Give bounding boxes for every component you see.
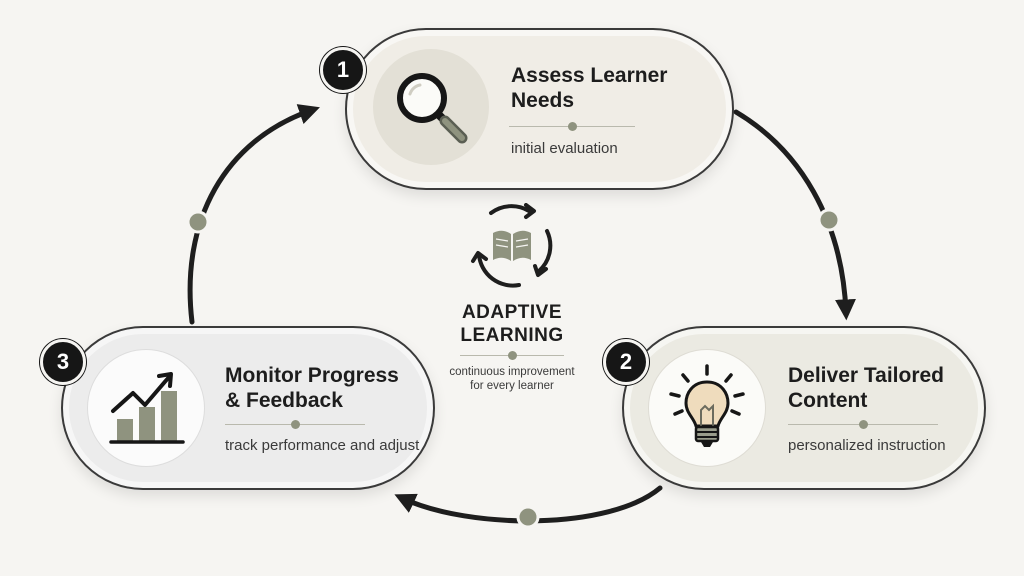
arrow-dot-right xyxy=(817,208,841,232)
step2-title: Deliver Tailored Content xyxy=(788,363,944,413)
step3-subtitle: track performance and adjust xyxy=(225,437,420,454)
step3-title-line2: & Feedback xyxy=(225,389,343,412)
center-divider xyxy=(460,351,564,360)
step1-subtitle: initial evaluation xyxy=(511,140,618,157)
step2-title-line1: Deliver Tailored xyxy=(788,364,945,387)
lightbulb-icon xyxy=(669,364,745,447)
center-subtitle-line1: continuous improvement xyxy=(449,366,575,378)
step1-divider xyxy=(509,122,635,131)
step1-divider-dot xyxy=(567,122,577,131)
step-card-monitor: Monitor Progress & Feedback track perfor… xyxy=(61,326,435,490)
step3-title: Monitor Progress & Feedback xyxy=(225,363,399,413)
step2-divider xyxy=(788,420,938,429)
step1-title-line2: Needs xyxy=(511,89,575,112)
step3-icon-circle xyxy=(87,349,205,467)
step1-number-badge: 1 xyxy=(320,47,366,93)
step3-title-line1: Monitor Progress xyxy=(225,364,399,387)
center-subtitle-line2: for every learner xyxy=(470,380,554,392)
center-title-line1: ADAPTIVE xyxy=(461,302,563,323)
step2-icon-circle xyxy=(648,349,766,467)
step2-title-line2: Content xyxy=(788,389,868,412)
step3-divider xyxy=(225,420,365,429)
arrow-step3-to-step1 xyxy=(187,104,320,325)
step-card-assess: Assess Learner Needs initial evaluation xyxy=(345,28,734,190)
arrow-step1-to-step2 xyxy=(733,109,856,321)
book-cycle-icon xyxy=(471,203,553,288)
step2-divider-dot xyxy=(858,420,868,429)
center-title-line2: LEARNING xyxy=(460,325,564,346)
center-divider-dot xyxy=(507,351,517,360)
step1-icon-circle xyxy=(373,49,489,165)
center-subtitle: continuous improvement for every learner xyxy=(432,365,592,393)
step3-divider-dot xyxy=(290,420,300,429)
arrow-dot-left xyxy=(186,210,210,234)
step2-subtitle: personalized instruction xyxy=(788,437,946,454)
growth-chart-icon xyxy=(109,372,185,444)
center-title: ADAPTIVE LEARNING xyxy=(432,301,592,347)
step1-title: Assess Learner Needs xyxy=(511,63,667,113)
arrow-dot-bottom xyxy=(516,505,540,529)
step-card-deliver: Deliver Tailored Content personalized in… xyxy=(622,326,986,490)
step2-number-badge: 2 xyxy=(603,339,649,385)
step1-title-line1: Assess Learner xyxy=(511,64,668,87)
step3-number-badge: 3 xyxy=(40,339,86,385)
magnifier-icon xyxy=(397,73,468,144)
